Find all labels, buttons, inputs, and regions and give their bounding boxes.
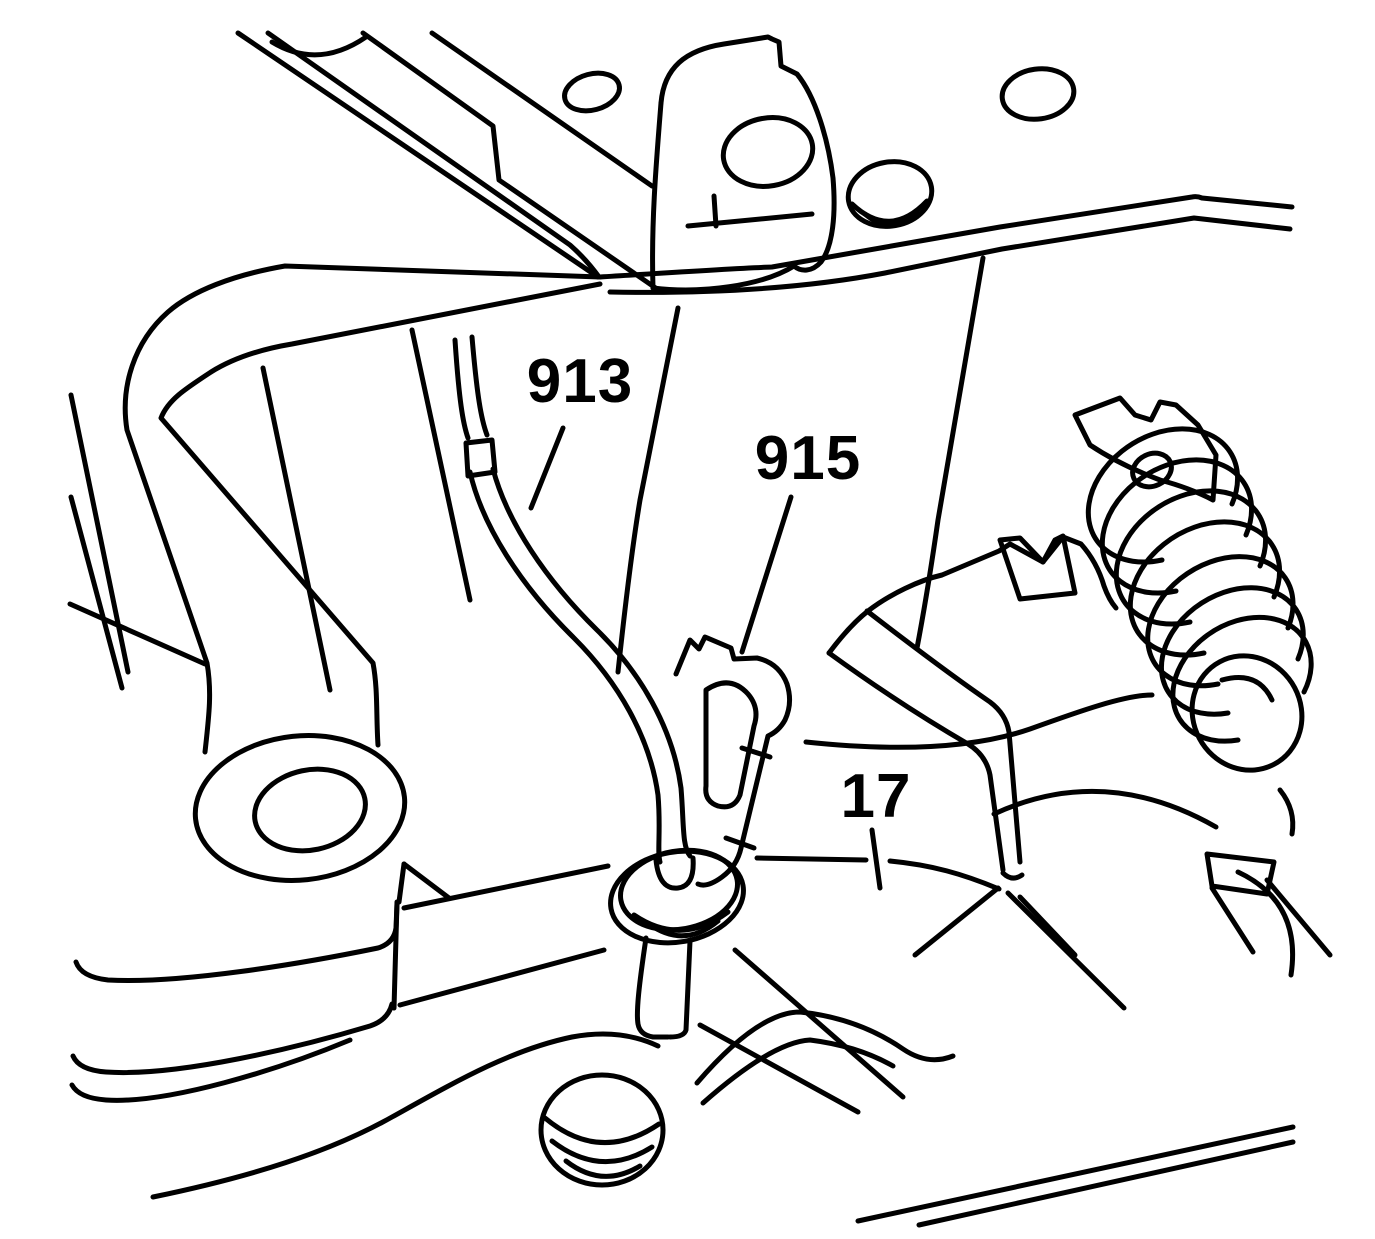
cross-rail bbox=[122, 194, 1295, 755]
clip-915 bbox=[673, 634, 793, 888]
pan-bottom bbox=[150, 1009, 1296, 1228]
top-bracket bbox=[650, 34, 837, 293]
leader-915 bbox=[739, 494, 794, 655]
callout-label-915: 915 bbox=[754, 423, 862, 493]
ring-lug bbox=[192, 733, 452, 1011]
cable-913 bbox=[452, 334, 696, 891]
bolt-holes bbox=[562, 66, 1077, 229]
frame-member-top-left bbox=[235, 30, 663, 294]
leader-lines bbox=[528, 425, 883, 891]
callout-label-913: 913 bbox=[526, 346, 634, 416]
panel-edges bbox=[260, 255, 986, 693]
callout-label-17: 17 bbox=[840, 761, 912, 831]
left-ribs bbox=[67, 392, 208, 691]
leader-17 bbox=[869, 827, 883, 891]
leader-913 bbox=[528, 425, 566, 511]
grommet bbox=[608, 847, 906, 1115]
housing-17 bbox=[754, 534, 1296, 1011]
flange-left bbox=[69, 863, 611, 1103]
coil-spring bbox=[997, 395, 1333, 958]
